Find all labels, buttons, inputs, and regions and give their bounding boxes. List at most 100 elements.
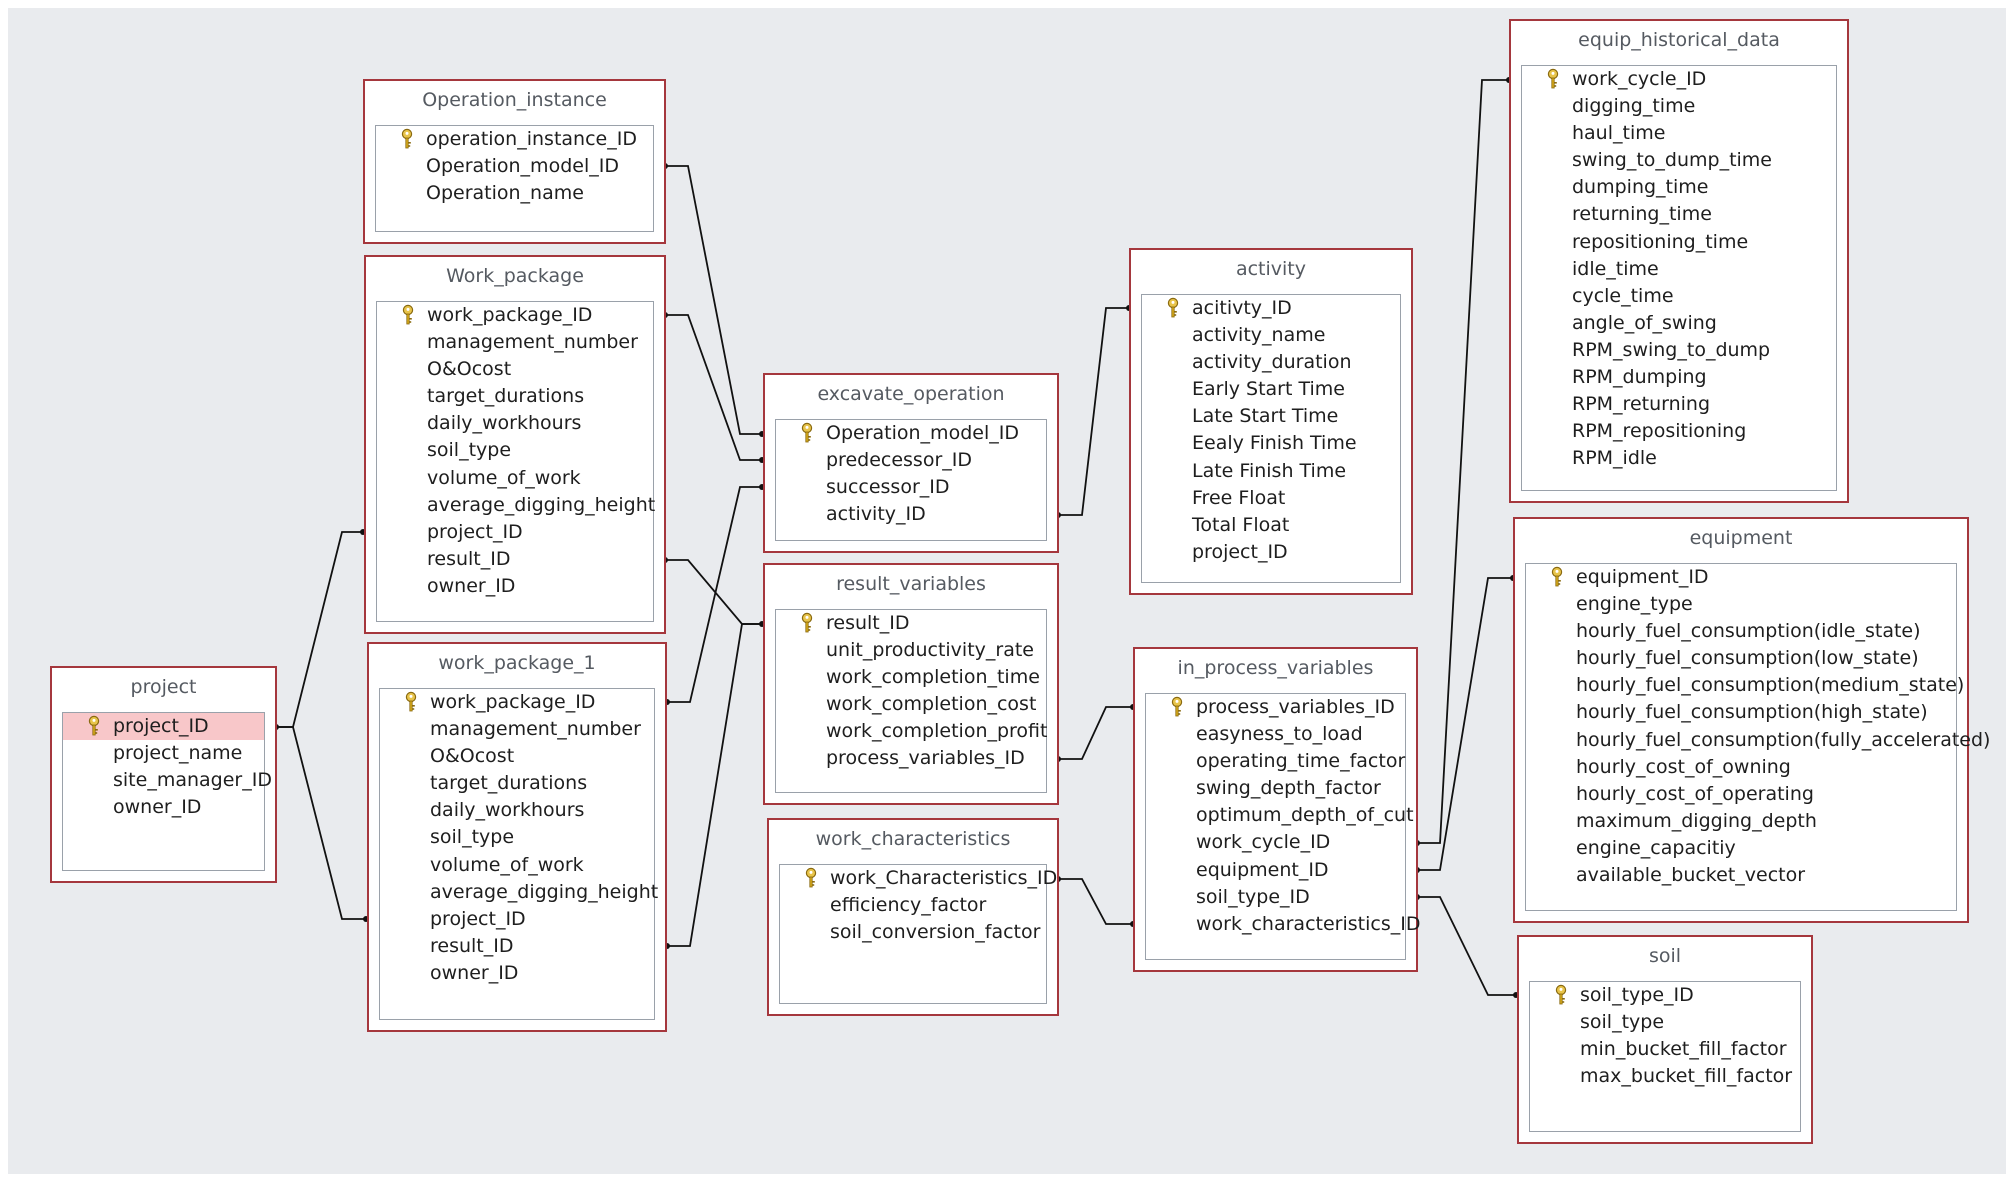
field-hourly-fuel-consumption-medium-state[interactable]: hourly_fuel_consumption(medium_state) xyxy=(1526,672,1964,699)
field-rpm-repositioning[interactable]: RPM_repositioning xyxy=(1522,418,1836,445)
field-available-bucket-vector[interactable]: available_bucket_vector xyxy=(1526,862,1956,889)
field-project-id[interactable]: project_ID xyxy=(380,906,654,933)
field-work-characteristics-id[interactable]: work_characteristics_ID xyxy=(1146,911,1420,938)
field-rpm-idle[interactable]: RPM_idle xyxy=(1522,445,1836,472)
field-angle-of-swing[interactable]: angle_of_swing xyxy=(1522,310,1836,337)
field-equipment-id[interactable]: equipment_ID xyxy=(1526,564,1956,591)
field-haul-time[interactable]: haul_time xyxy=(1522,120,1836,147)
field-result-id[interactable]: result_ID xyxy=(776,610,1046,637)
field-easyness-to-load[interactable]: easyness_to_load xyxy=(1146,721,1405,748)
field-result-id[interactable]: result_ID xyxy=(377,546,653,573)
field-early-start-time[interactable]: Early Start Time xyxy=(1142,376,1400,403)
field-operation-name[interactable]: Operation_name xyxy=(376,180,653,207)
field-hourly-cost-of-owning[interactable]: hourly_cost_of_owning xyxy=(1526,754,1956,781)
field-process-variables-id[interactable]: process_variables_ID xyxy=(1146,694,1405,721)
field-work-completion-profit[interactable]: work_completion_profit xyxy=(776,718,1047,745)
field-eealy-finish-time[interactable]: Eealy Finish Time xyxy=(1142,430,1400,457)
field-acitivty-id[interactable]: acitivty_ID xyxy=(1142,295,1400,322)
field-project-id[interactable]: project_ID xyxy=(377,519,653,546)
field-max-bucket-fill-factor[interactable]: max_bucket_fill_factor xyxy=(1530,1063,1800,1090)
field-repositioning-time[interactable]: repositioning_time xyxy=(1522,229,1836,256)
field-work-cycle-id[interactable]: work_cycle_ID xyxy=(1146,829,1405,856)
field-activity-duration[interactable]: activity_duration xyxy=(1142,349,1400,376)
field-o-ocost[interactable]: O&Ocost xyxy=(377,356,653,383)
field-soil-conversion-factor[interactable]: soil_conversion_factor xyxy=(780,919,1046,946)
field-soil-type-id[interactable]: soil_type_ID xyxy=(1146,884,1405,911)
field-volume-of-work[interactable]: volume_of_work xyxy=(380,852,654,879)
field-management-number[interactable]: management_number xyxy=(380,716,654,743)
field-soil-type[interactable]: soil_type xyxy=(377,437,653,464)
field-dumping-time[interactable]: dumping_time xyxy=(1522,174,1836,201)
field-daily-workhours[interactable]: daily_workhours xyxy=(377,410,653,437)
field-average-digging-height[interactable]: average_digging_height xyxy=(377,492,655,519)
field-average-digging-height[interactable]: average_digging_height xyxy=(380,879,658,906)
field-owner-id[interactable]: owner_ID xyxy=(380,960,654,987)
field-engine-capacitiy[interactable]: engine_capacitiy xyxy=(1526,835,1956,862)
field-work-package-id[interactable]: work_package_ID xyxy=(380,689,654,716)
field-soil-type[interactable]: soil_type xyxy=(380,824,654,851)
field-returning-time[interactable]: returning_time xyxy=(1522,201,1836,228)
field-min-bucket-fill-factor[interactable]: min_bucket_fill_factor xyxy=(1530,1036,1800,1063)
field-result-id[interactable]: result_ID xyxy=(380,933,654,960)
field-soil-type-id[interactable]: soil_type_ID xyxy=(1530,982,1800,1009)
field-successor-id[interactable]: successor_ID xyxy=(776,474,1046,501)
field-equipment-id[interactable]: equipment_ID xyxy=(1146,857,1405,884)
field-project-name[interactable]: project_name xyxy=(63,740,264,767)
field-unit-productivity-rate[interactable]: unit_productivity_rate xyxy=(776,637,1046,664)
field-hourly-cost-of-operating[interactable]: hourly_cost_of_operating xyxy=(1526,781,1956,808)
field-owner-id[interactable]: owner_ID xyxy=(377,573,653,600)
field-cycle-time[interactable]: cycle_time xyxy=(1522,283,1836,310)
field-swing-to-dump-time[interactable]: swing_to_dump_time xyxy=(1522,147,1836,174)
field-daily-workhours[interactable]: daily_workhours xyxy=(380,797,654,824)
field-digging-time[interactable]: digging_time xyxy=(1522,93,1836,120)
field-project-id[interactable]: project_ID xyxy=(1142,539,1400,566)
field-hourly-fuel-consumption-idle-state[interactable]: hourly_fuel_consumption(idle_state) xyxy=(1526,618,1956,645)
field-work-characteristics-id[interactable]: work_Characteristics_ID xyxy=(780,865,1057,892)
field-efficiency-factor[interactable]: efficiency_factor xyxy=(780,892,1046,919)
field-work-package-id[interactable]: work_package_ID xyxy=(377,302,653,329)
field-site-manager-id[interactable]: site_manager_ID xyxy=(63,767,272,794)
field-late-finish-time[interactable]: Late Finish Time xyxy=(1142,458,1400,485)
field-rpm-swing-to-dump[interactable]: RPM_swing_to_dump xyxy=(1522,337,1836,364)
field-optimum-depth-of-cut[interactable]: optimum_depth_of_cut xyxy=(1146,802,1414,829)
field-idle-time[interactable]: idle_time xyxy=(1522,256,1836,283)
field-volume-of-work[interactable]: volume_of_work xyxy=(377,465,653,492)
field-swing-depth-factor[interactable]: swing_depth_factor xyxy=(1146,775,1405,802)
field-soil-type[interactable]: soil_type xyxy=(1530,1009,1800,1036)
field-process-variables-id[interactable]: process_variables_ID xyxy=(776,745,1046,772)
field-hourly-fuel-consumption-low-state[interactable]: hourly_fuel_consumption(low_state) xyxy=(1526,645,1956,672)
field-hourly-fuel-consumption-high-state[interactable]: hourly_fuel_consumption(high_state) xyxy=(1526,699,1956,726)
field-predecessor-id[interactable]: predecessor_ID xyxy=(776,447,1046,474)
field-hourly-fuel-consumption-fully-accelerated[interactable]: hourly_fuel_consumption(fully_accelerate… xyxy=(1526,727,1990,754)
field-management-number[interactable]: management_number xyxy=(377,329,653,356)
field-work-completion-time[interactable]: work_completion_time xyxy=(776,664,1046,691)
field-operating-time-factor[interactable]: operating_time_factor xyxy=(1146,748,1405,775)
field-target-durations[interactable]: target_durations xyxy=(380,770,654,797)
field-work-cycle-id[interactable]: work_cycle_ID xyxy=(1522,66,1836,93)
field-maximum-digging-depth[interactable]: maximum_digging_depth xyxy=(1526,808,1956,835)
field-free-float[interactable]: Free Float xyxy=(1142,485,1400,512)
field-operation-model-id[interactable]: Operation_model_ID xyxy=(376,153,653,180)
field-operation-instance-id[interactable]: operation_instance_ID xyxy=(376,126,653,153)
field-owner-id[interactable]: owner_ID xyxy=(63,794,264,821)
field-project-id[interactable]: project_ID xyxy=(63,713,264,741)
field-rpm-returning[interactable]: RPM_returning xyxy=(1522,391,1836,418)
field-target-durations[interactable]: target_durations xyxy=(377,383,653,410)
field-rpm-dumping[interactable]: RPM_dumping xyxy=(1522,364,1836,391)
field-o-ocost[interactable]: O&Ocost xyxy=(380,743,654,770)
field-engine-type[interactable]: engine_type xyxy=(1526,591,1956,618)
field-total-float[interactable]: Total Float xyxy=(1142,512,1400,539)
field-operation-model-id[interactable]: Operation_model_ID xyxy=(776,420,1046,447)
